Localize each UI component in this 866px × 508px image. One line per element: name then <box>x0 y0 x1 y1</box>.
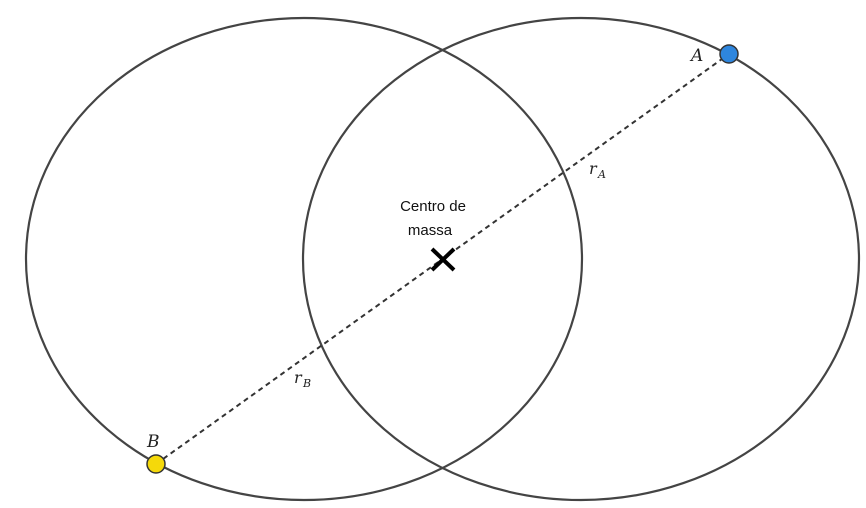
body-a-dot <box>719 44 739 64</box>
radius-b-subscript: B <box>302 377 311 390</box>
body-b-label: B <box>146 432 160 452</box>
radius-a-subscript: A <box>597 168 606 181</box>
radius-b-main: r <box>294 368 303 387</box>
x-mark-icon <box>430 247 456 272</box>
center-of-mass-label-line2: massa <box>408 222 453 239</box>
orbit-b <box>24 16 584 502</box>
center-of-mass-label-line1: Centro de <box>400 198 466 215</box>
radius-a-label: r A <box>589 159 606 181</box>
orbit-a <box>301 16 861 502</box>
radius-a-main: r <box>589 159 598 178</box>
body-a-label: A <box>689 46 703 66</box>
radius-b-label: r B <box>294 368 311 390</box>
body-b-dot <box>146 454 166 474</box>
